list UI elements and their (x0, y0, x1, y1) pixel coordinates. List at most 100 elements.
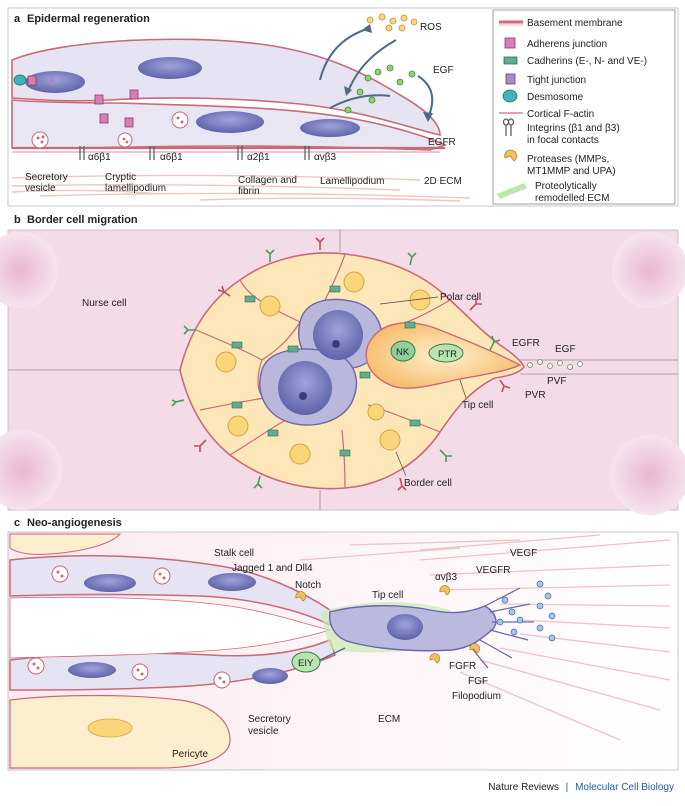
remodelled-ecm-icon (497, 183, 527, 199)
cadherins-b (231, 285, 421, 457)
label-jagged: Jagged 1 and Dll4 (232, 563, 313, 574)
footer-separator: | (566, 782, 569, 793)
nucleus-a2 (138, 57, 202, 79)
legend-box (492, 9, 676, 205)
junctions-a (13, 74, 139, 128)
label-pvf: PVF (547, 376, 566, 387)
legend-label-1: Adherens junction (527, 39, 607, 50)
label-egf-b: EGF (555, 344, 576, 355)
label-pericyte: Pericyte (172, 749, 209, 760)
ecm-fibres-a (11, 174, 471, 202)
legend-label-8b: remodelled ECM (535, 193, 609, 204)
panel-a-title: Epidermal regeneration (27, 13, 150, 25)
label-nk: NK (396, 347, 410, 358)
label-fgfr: FGFR (449, 661, 476, 672)
label-polar-cell: Polar cell (440, 292, 481, 303)
label-secretory-c2: vesicle (248, 726, 279, 737)
legend-label-8: Proteolytically (535, 181, 597, 192)
vegf-molecules (496, 580, 556, 642)
label-avb3-a: αvβ3 (314, 152, 337, 163)
adherens-junction-icon (504, 37, 516, 49)
label-collagen-2: fibrin (238, 186, 260, 197)
label-filopodium: Filopodium (452, 691, 501, 702)
label-lamellipodium: Lamellipodium (320, 176, 384, 187)
label-border-cell: Border cell (404, 478, 452, 489)
footer: Nature Reviews | Molecular Cell Biology (488, 782, 674, 793)
panel-c: c Neo-angiogenesis (7, 517, 679, 771)
label-secretory-a1: Secretory (25, 172, 68, 183)
nurse-blob-1 (0, 232, 58, 308)
desmosome-icon (502, 89, 518, 103)
ecm-fibres-c (299, 534, 671, 741)
legend: Basement membrane Adherens junction Cadh… (492, 9, 676, 205)
integrin-icon (502, 118, 515, 136)
filopodia (469, 587, 534, 669)
label-ros: ROS (420, 22, 442, 33)
nurse-blob-4 (610, 435, 685, 515)
legend-label-4: Desmosome (527, 92, 584, 103)
receptors-b (171, 237, 511, 491)
panel-c-title: Neo-angiogenesis (27, 517, 122, 529)
label-secretory-a2: vesicle (25, 183, 56, 194)
footer-line: Nature Reviews | Molecular Cell Biology (488, 782, 674, 793)
tight-junction-icon (505, 73, 516, 85)
label-avb3-c: αvβ3 (435, 572, 458, 583)
label-notch: Notch (295, 580, 321, 591)
panel-b: b Border cell migration (0, 214, 685, 515)
secretory-vesicles-a (31, 111, 189, 149)
pericyte-top (9, 533, 122, 555)
integrins-a (79, 146, 310, 160)
protease-icon (504, 149, 518, 162)
label-stalk-cell: Stalk cell (214, 548, 254, 559)
label-eiy: EIY (298, 658, 314, 669)
panel-b-title: Border cell migration (27, 214, 138, 226)
label-cryptic-1: Cryptic (105, 172, 136, 183)
footer-publisher: Nature Reviews (488, 782, 559, 793)
tip-nucleus-c (387, 614, 423, 640)
stalk-nucleus-4 (252, 668, 288, 684)
panel-a: a Epidermal regeneration (7, 7, 679, 207)
cadherin-icon (503, 56, 518, 65)
legend-label-3: Tight junction (527, 75, 586, 86)
legend-label-7b: MT1MMP and UPA) (527, 166, 616, 177)
label-ptr-blob: PTR (438, 349, 457, 360)
border-cell-nuclei (215, 271, 431, 465)
egf-molecules-a (344, 64, 416, 114)
label-tip-cell-c: Tip cell (372, 590, 403, 601)
eiy-blob (291, 651, 321, 673)
label-2d-ecm: 2D ECM (424, 176, 462, 187)
label-egfr-a: EGFR (428, 137, 456, 148)
label-vegfr: VEGFR (476, 565, 510, 576)
panel-c-letter: c (14, 517, 20, 529)
nurse-blob-3 (0, 430, 62, 510)
label-a6b1-1: α6β1 (88, 152, 111, 163)
label-nurse-cell: Nurse cell (82, 298, 126, 309)
pericyte-nucleus (87, 718, 133, 738)
proteases-c (295, 585, 481, 664)
basement-membrane-icon (499, 20, 523, 26)
legend-label-6b: in focal contacts (527, 135, 599, 146)
label-secretory-c1: Secretory (248, 714, 291, 725)
panel-a-letter: a (14, 13, 21, 25)
label-a6b1-2: α6β1 (160, 152, 183, 163)
label-ecm-c: ECM (378, 714, 400, 725)
label-cryptic-2: lamellipodium (105, 183, 166, 194)
label-vegf: VEGF (510, 548, 537, 559)
label-egf-a: EGF (433, 65, 454, 76)
legend-label-7: Proteases (MMPs, (527, 154, 609, 165)
label-tip-cell-b: Tip cell (462, 400, 493, 411)
nk-blob (390, 340, 416, 362)
legend-label-0: Basement membrane (527, 18, 623, 29)
legend-label-6: Integrins (β1 and β3) (527, 123, 620, 134)
label-fgf: FGF (468, 676, 488, 687)
nucleus-a3 (196, 111, 264, 133)
label-egfr-b: EGFR (512, 338, 540, 349)
footer-journal: Molecular Cell Biology (575, 782, 674, 793)
stalk-nucleus-3 (68, 662, 116, 678)
ptr-blob (428, 343, 464, 363)
stalk-nucleus-1 (84, 574, 136, 592)
legend-label-5: Cortical F-actin (527, 109, 594, 120)
label-collagen-1: Collagen and (238, 175, 297, 186)
nucleus-a4 (300, 119, 360, 137)
